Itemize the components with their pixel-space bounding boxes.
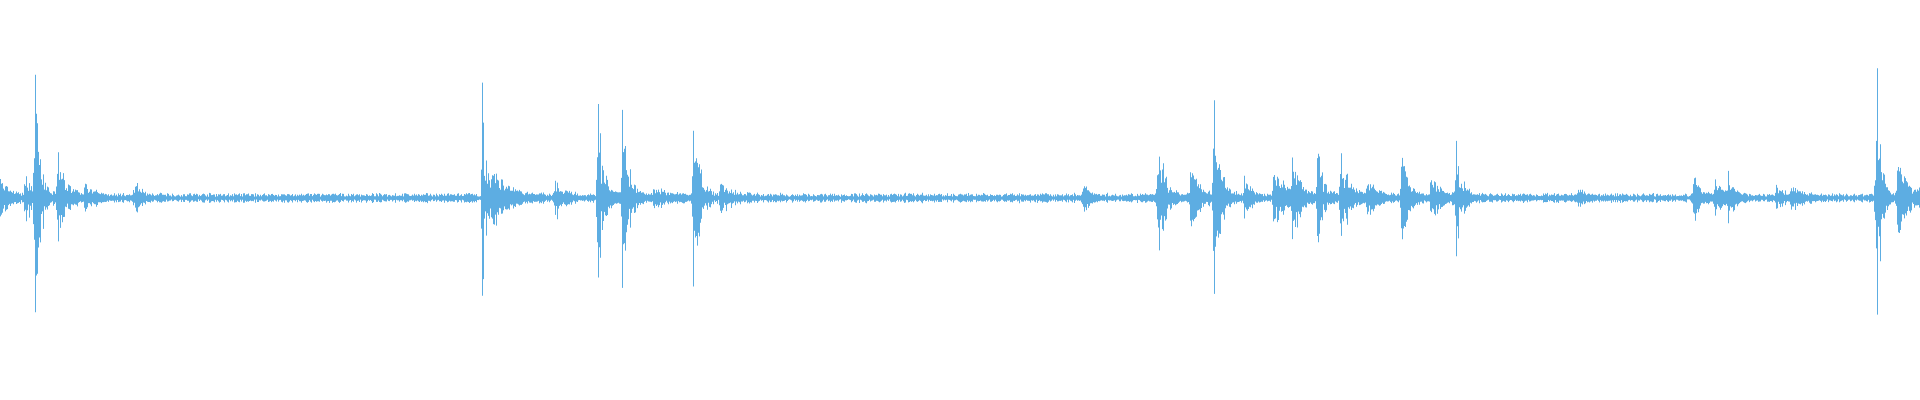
waveform-trace — [0, 68, 1920, 315]
